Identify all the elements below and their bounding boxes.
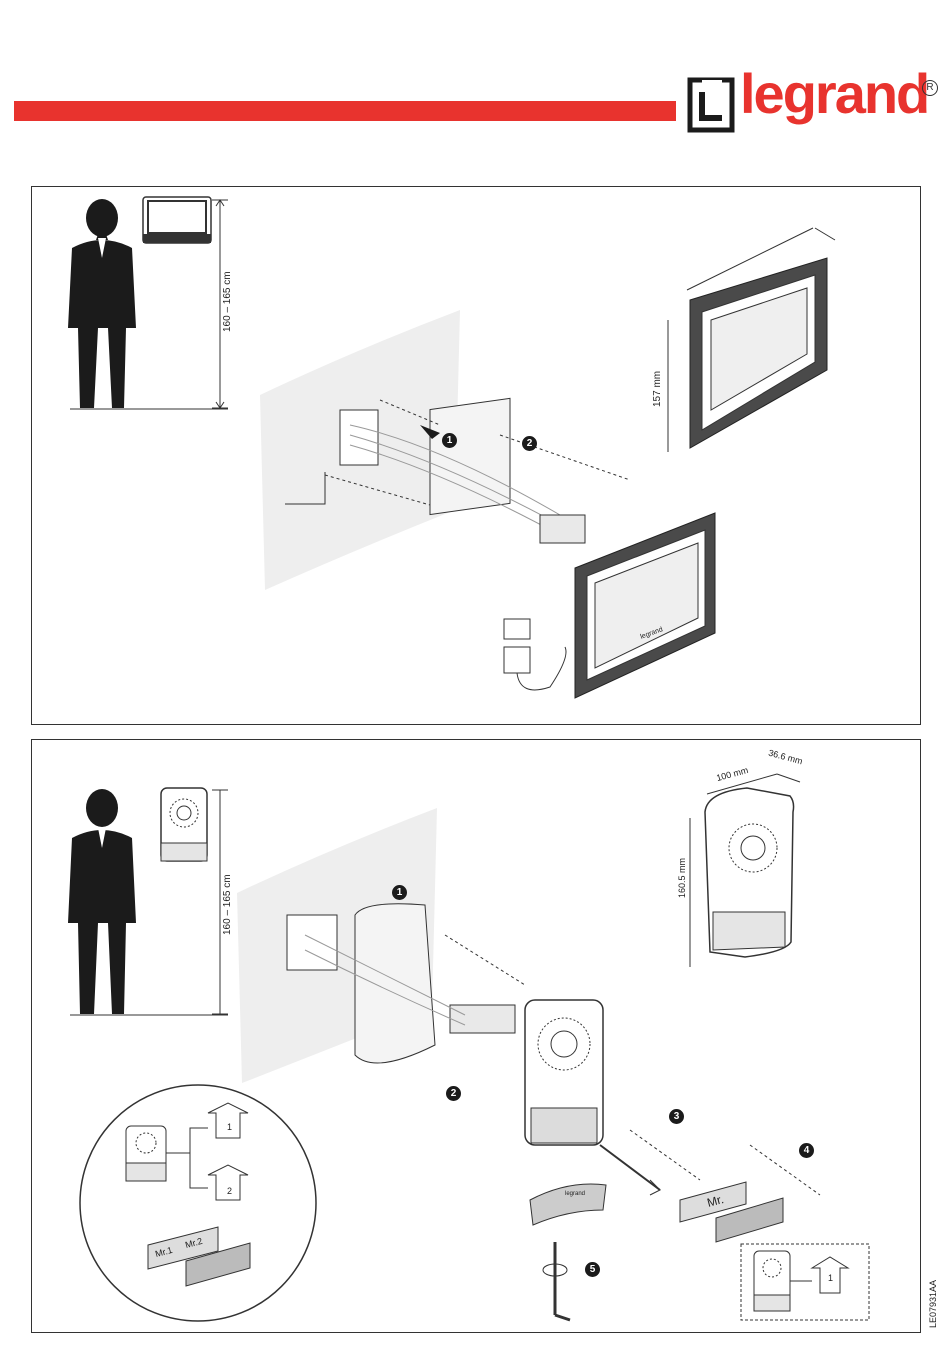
- option-2-label: 2: [227, 1186, 232, 1196]
- power-supply: [500, 617, 570, 707]
- detail-circle: [78, 1083, 318, 1323]
- legrand-logo-mark: [688, 78, 736, 132]
- step-1-badge-b: 1: [392, 885, 407, 900]
- step-2-badge-b: 2: [446, 1086, 461, 1101]
- height-label: 160.5 mm: [677, 858, 687, 898]
- step-3-badge-b: 3: [669, 1109, 684, 1124]
- entrance-panel-dimension-view: [685, 752, 810, 972]
- bottom-cover: [528, 1180, 608, 1230]
- bottom-cover-logo: legrand: [565, 1191, 585, 1197]
- document-code: LE07931AA: [928, 1280, 938, 1328]
- monitor-thumbnail: [142, 196, 212, 246]
- brand-bar: [14, 101, 676, 121]
- person-silhouette-2: [62, 788, 142, 1018]
- monitor-dimension-view: [665, 220, 845, 455]
- allen-key: [540, 1240, 580, 1325]
- option-1-label: 1: [227, 1122, 232, 1132]
- video-monitor: [565, 508, 720, 698]
- step-1-badge: 1: [442, 433, 457, 448]
- registered-mark: R: [922, 80, 938, 96]
- name-tag-cover: [678, 1180, 788, 1245]
- brand-logo-text: legrand: [740, 66, 928, 122]
- height-range-label: 160 – 165 cm: [222, 271, 233, 332]
- person-silhouette: [62, 198, 142, 413]
- monitor-height-label: 157 mm: [652, 371, 663, 407]
- leader-line: [283, 470, 333, 510]
- floor-line: [70, 407, 230, 411]
- rain-cover-assembly: [285, 895, 525, 1080]
- single-option-label: 1: [828, 1273, 833, 1283]
- single-option-box: [740, 1243, 870, 1323]
- step-2-badge: 2: [522, 436, 537, 451]
- floor-line-2: [70, 1013, 230, 1017]
- entrance-panel-thumbnail: [160, 787, 208, 862]
